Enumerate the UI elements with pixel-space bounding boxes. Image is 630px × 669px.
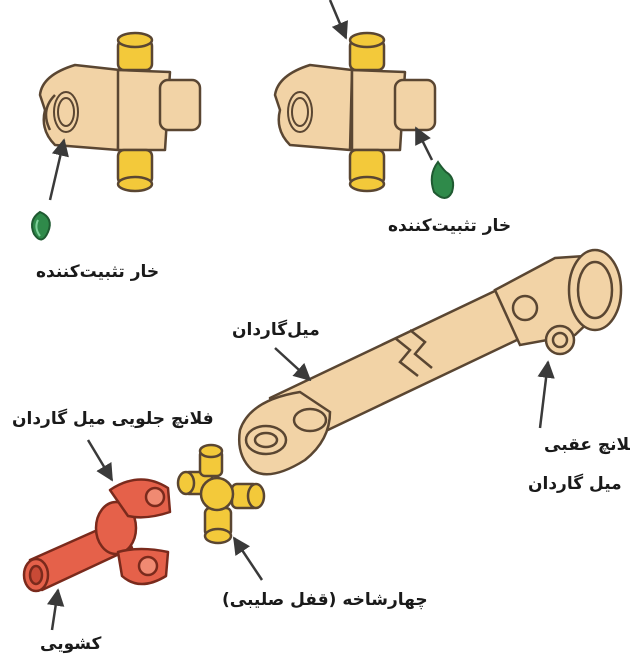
label-front-flange: فلانچ جلویی میل گاردان — [12, 411, 214, 428]
label-rear-flange-1: فلانچ عقبی — [544, 437, 630, 454]
arrow-clip-left — [50, 140, 64, 200]
slip-yoke — [24, 479, 170, 591]
arrow-slip-yoke — [52, 590, 58, 630]
retaining-clip-right — [432, 162, 453, 198]
label-shaft: میل‌گاردان — [232, 322, 320, 339]
retaining-clip-left — [32, 212, 50, 240]
label-slip-yoke: کشویی — [40, 636, 101, 653]
label-cross: چهارشاخه (قفل صلیبی) — [222, 592, 428, 609]
label-clip-left: خار تثبیت‌کننده — [36, 264, 159, 281]
arrow-rear-flange — [540, 362, 548, 428]
arrow-cross — [234, 538, 262, 580]
arrow-clip-right — [416, 128, 432, 160]
universal-joint-right — [275, 33, 435, 191]
arrow-shaft — [275, 348, 310, 380]
arrow-top — [330, 0, 346, 38]
arrow-front-flange — [88, 440, 112, 480]
label-rear-flange-2: میل گاردان — [528, 476, 622, 493]
universal-joint-left — [40, 33, 200, 191]
label-clip-right: خار تثبیت‌کننده — [388, 218, 511, 235]
